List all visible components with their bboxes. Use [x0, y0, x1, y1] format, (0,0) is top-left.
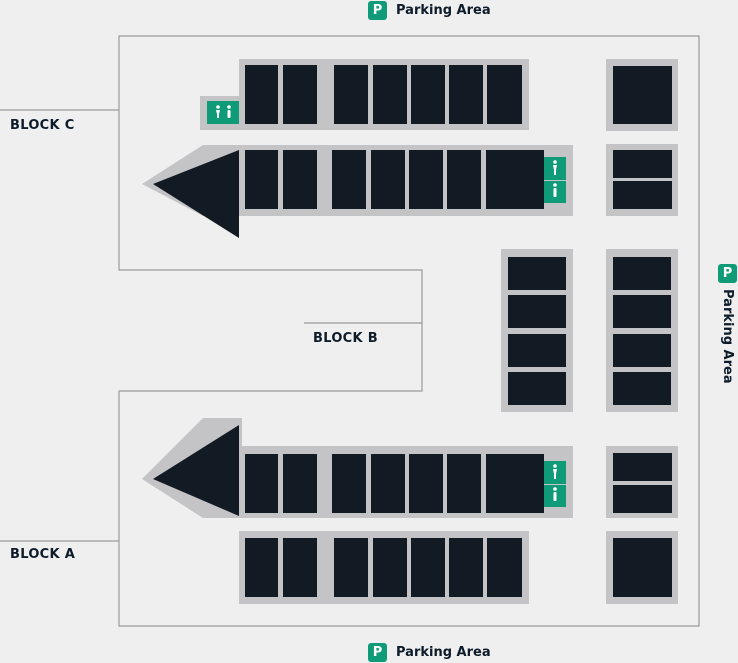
- building-unit: [508, 334, 566, 367]
- building-unit: [371, 150, 405, 209]
- building-unit: [613, 453, 672, 481]
- building-unit: [245, 454, 278, 513]
- parking-icon: P: [718, 264, 737, 283]
- building-unit: [613, 295, 671, 328]
- block-b-label: BLOCK B: [313, 331, 378, 346]
- building-unit: [508, 257, 566, 290]
- parking-area-right: P Parking Area: [718, 264, 737, 384]
- building-unit: [283, 538, 317, 597]
- building-unit: [283, 454, 317, 513]
- building-unit: [613, 538, 672, 597]
- parking-area-top: P Parking Area: [368, 1, 491, 20]
- building-unit: [613, 372, 671, 405]
- building-unit: [371, 454, 405, 513]
- site-outline: [118, 35, 700, 627]
- parking-area-bottom: P Parking Area: [368, 643, 491, 662]
- block-a-label: BLOCK A: [10, 547, 76, 562]
- building-unit: [283, 150, 317, 209]
- building-unit: [245, 538, 278, 597]
- building-unit: [245, 150, 278, 209]
- building-unit: [409, 454, 443, 513]
- building-unit: [245, 65, 278, 124]
- building-unit: [613, 334, 671, 367]
- parking-area-top-label: Parking Area: [396, 3, 491, 18]
- building-unit: [487, 65, 522, 124]
- parking-area-bottom-label: Parking Area: [396, 645, 491, 660]
- parking-area-right-label: Parking Area: [720, 289, 735, 384]
- building-unit: [613, 150, 672, 178]
- building-unit: [486, 454, 544, 513]
- building-unit: [332, 454, 366, 513]
- building-unit: [613, 257, 671, 290]
- building-unit: [613, 181, 672, 209]
- block-a-arrow-row: [142, 418, 573, 518]
- building-unit: [334, 538, 368, 597]
- building-unit: [411, 538, 445, 597]
- parking-icon: P: [368, 643, 387, 662]
- building-unit: [447, 150, 481, 209]
- block-c-label: BLOCK C: [10, 118, 75, 133]
- block-a-bottom-row: [239, 531, 529, 604]
- building-unit: [334, 65, 368, 124]
- building-unit: [508, 372, 566, 405]
- restroom-icon: [544, 157, 566, 203]
- building-unit: [332, 150, 366, 209]
- building-unit: [449, 65, 483, 124]
- building-unit: [508, 295, 566, 328]
- restroom-icon: [544, 461, 566, 507]
- block-b-columns: [501, 249, 678, 412]
- building-unit: [373, 538, 407, 597]
- building-unit: [613, 66, 672, 124]
- parking-icon: P: [368, 1, 387, 20]
- building-unit: [283, 65, 317, 124]
- block-c-arrow-row: [142, 145, 573, 238]
- building-unit: [486, 150, 544, 209]
- building-unit: [447, 454, 481, 513]
- building-unit: [449, 538, 483, 597]
- building-unit: [373, 65, 407, 124]
- building-unit: [487, 538, 522, 597]
- building-unit: [411, 65, 445, 124]
- building-unit: [613, 485, 672, 513]
- restroom-icon: [207, 101, 239, 124]
- building-unit: [409, 150, 443, 209]
- block-c-top-row: [200, 59, 529, 130]
